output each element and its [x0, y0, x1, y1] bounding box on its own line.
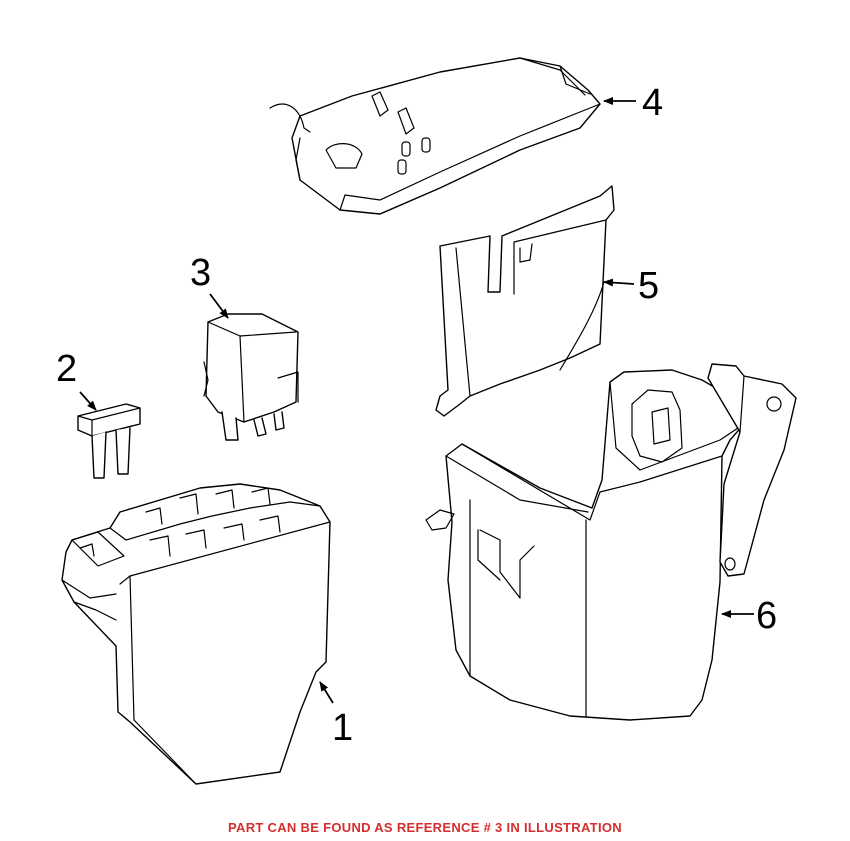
leader-1	[319, 681, 334, 704]
callout-5: 5	[638, 265, 659, 307]
leader-3	[209, 293, 229, 319]
part-1-fuse-box	[61, 483, 331, 785]
leader-5	[603, 278, 635, 287]
callout-6: 6	[756, 595, 777, 637]
leader-2	[79, 391, 97, 411]
callout-1: 1	[332, 707, 353, 749]
callout-2: 2	[56, 348, 77, 390]
reference-note: PART CAN BE FOUND AS REFERENCE # 3 IN IL…	[228, 820, 622, 835]
part-6-housing	[425, 363, 797, 721]
callout-4: 4	[642, 82, 663, 124]
part-2-fuse	[77, 403, 141, 479]
leader-lines	[79, 97, 754, 704]
callout-3: 3	[190, 252, 211, 294]
part-5-plate	[435, 185, 615, 417]
part-4-cover	[269, 57, 601, 215]
part-3-relay	[203, 313, 299, 441]
